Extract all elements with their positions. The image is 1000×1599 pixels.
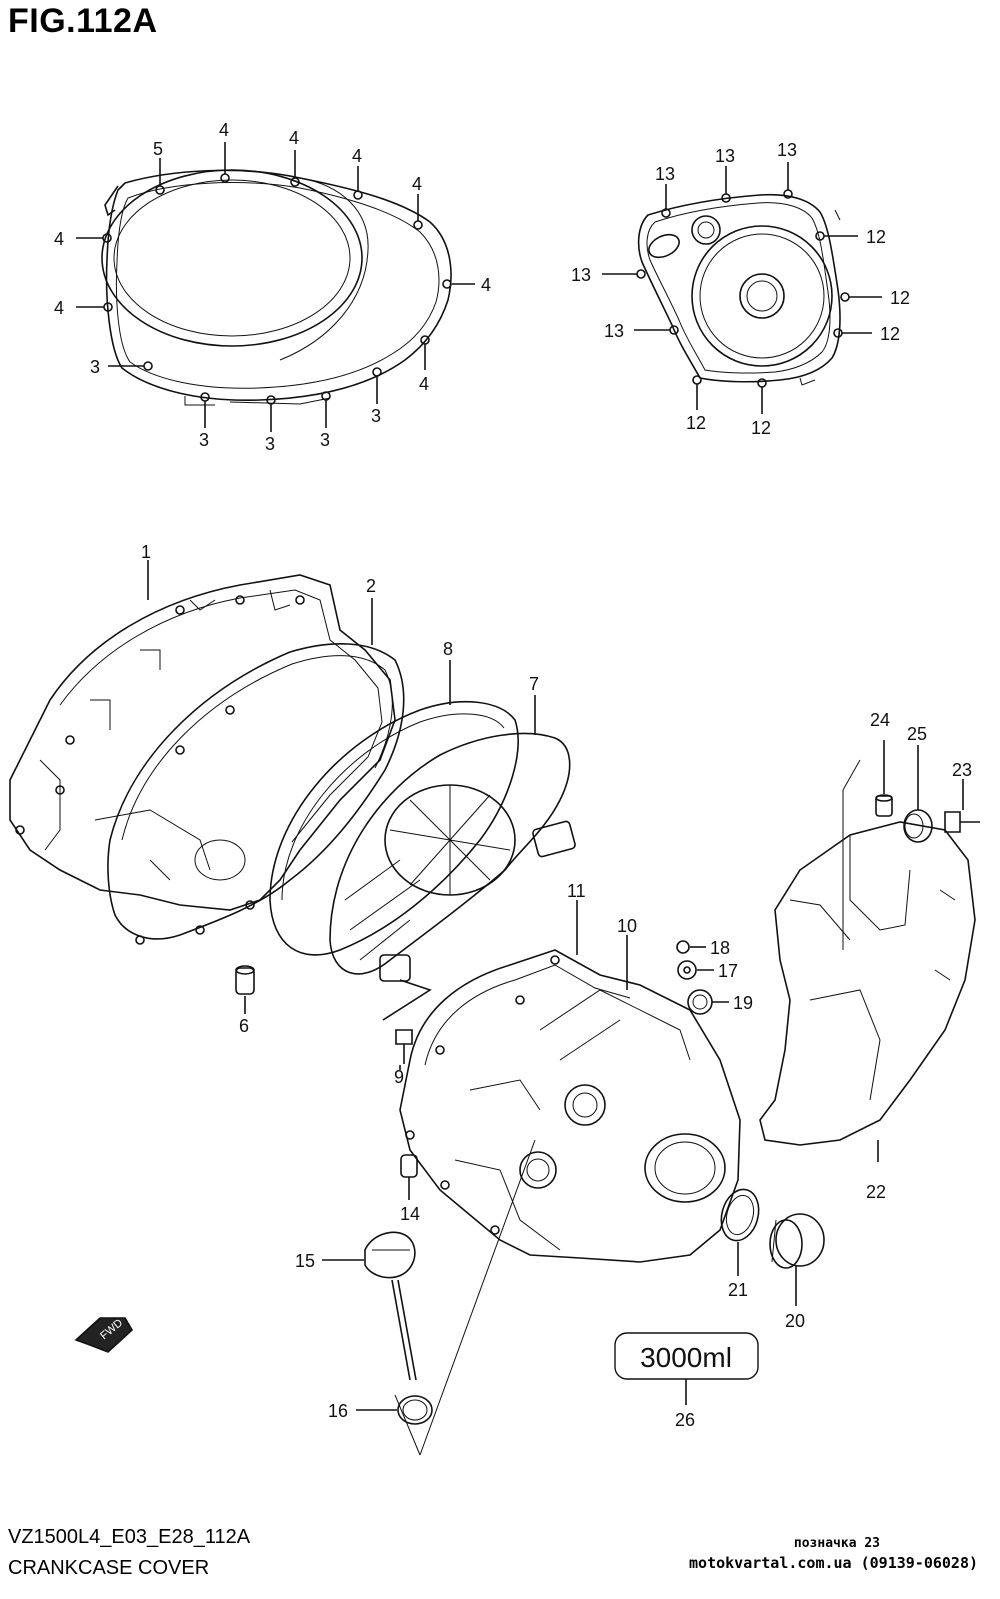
quantity-label-text: 3000ml bbox=[640, 1342, 732, 1373]
callout-4: 4 bbox=[54, 298, 64, 318]
model-code: VZ1500L4_E03_E28_112A bbox=[8, 1526, 251, 1548]
generator-cover-callouts: 13 13 13 12 12 12 13 13 12 12 bbox=[571, 140, 910, 438]
part-10-generator-cover bbox=[399, 900, 741, 1263]
watermark-site: motokvartal.com.ua (09139-06028) bbox=[689, 1554, 978, 1572]
callout-22: 22 bbox=[866, 1182, 886, 1202]
exploded-callouts: 1 2 8 7 6 9 11 10 18 17 19 24 25 23 14 1… bbox=[141, 542, 972, 1430]
callout-7: 7 bbox=[529, 674, 539, 694]
callout-12: 12 bbox=[866, 227, 886, 247]
part-7-inner-cover bbox=[329, 695, 576, 982]
clutch-cover-callouts: 4 4 4 4 4 4 5 4 4 3 3 3 3 3 bbox=[54, 120, 491, 454]
clutch-cover-top-view bbox=[76, 142, 475, 432]
callout-15: 15 bbox=[295, 1251, 315, 1271]
callout-13: 13 bbox=[655, 164, 675, 184]
part-18-cap bbox=[676, 940, 706, 954]
part-25-grommet bbox=[903, 745, 933, 843]
callout-4: 4 bbox=[412, 174, 422, 194]
watermark-note: позначка 23 bbox=[793, 1536, 880, 1551]
part-16-o-ring bbox=[356, 1395, 433, 1425]
callout-3: 3 bbox=[90, 357, 100, 377]
callout-14: 14 bbox=[400, 1204, 420, 1224]
callout-25: 25 bbox=[907, 724, 927, 744]
part-22-outer-cover bbox=[759, 759, 976, 1162]
part-19-washer bbox=[687, 989, 729, 1015]
part-1-clutch-cover bbox=[9, 560, 396, 911]
part-17-plug bbox=[677, 960, 714, 980]
part-8-gasket bbox=[269, 660, 519, 956]
part-14-dowel-pin bbox=[400, 1154, 418, 1200]
callout-13: 13 bbox=[604, 321, 624, 341]
part-26-label bbox=[614, 1332, 759, 1405]
part-24-collar bbox=[875, 740, 893, 817]
callout-24: 24 bbox=[870, 710, 890, 730]
callout-9: 9 bbox=[394, 1067, 404, 1087]
callout-12: 12 bbox=[686, 413, 706, 433]
callout-4: 4 bbox=[219, 120, 229, 140]
figure-title: FIG.112A bbox=[8, 2, 158, 40]
callout-4: 4 bbox=[419, 374, 429, 394]
callout-13: 13 bbox=[777, 140, 797, 160]
callout-3: 3 bbox=[199, 430, 209, 450]
callout-4: 4 bbox=[289, 128, 299, 148]
callout-3: 3 bbox=[265, 434, 275, 454]
callout-4: 4 bbox=[54, 229, 64, 249]
callout-12: 12 bbox=[890, 288, 910, 308]
callout-2: 2 bbox=[366, 576, 376, 596]
assembly-guide-lines bbox=[394, 1139, 536, 1456]
part-9-bolt bbox=[382, 979, 432, 1070]
callout-1: 1 bbox=[141, 542, 151, 562]
section-name: CRANKCASE COVER bbox=[8, 1557, 210, 1579]
callout-3: 3 bbox=[371, 406, 381, 426]
callout-3: 3 bbox=[320, 430, 330, 450]
callout-4: 4 bbox=[352, 146, 362, 166]
callout-18: 18 bbox=[710, 938, 730, 958]
part-23-bolt bbox=[944, 779, 980, 833]
callout-5: 5 bbox=[153, 139, 163, 159]
callout-13: 13 bbox=[571, 265, 591, 285]
callout-23: 23 bbox=[952, 760, 972, 780]
callout-12: 12 bbox=[880, 324, 900, 344]
quantity-label: 3000ml bbox=[640, 1342, 732, 1373]
callout-16: 16 bbox=[328, 1401, 348, 1421]
part-2-gasket bbox=[107, 598, 405, 945]
callout-13: 13 bbox=[715, 146, 735, 166]
callout-19: 19 bbox=[733, 993, 753, 1013]
generator-cover-top-view bbox=[602, 162, 882, 414]
part-15-oil-dipstick bbox=[322, 1231, 417, 1381]
callout-11: 11 bbox=[567, 881, 586, 901]
part-6-dowel-pin bbox=[235, 965, 255, 1014]
part-21-o-ring bbox=[720, 1188, 760, 1276]
callout-26: 26 bbox=[675, 1410, 695, 1430]
callout-17: 17 bbox=[718, 961, 738, 981]
part-20-plug bbox=[769, 1213, 825, 1306]
callout-4: 4 bbox=[481, 275, 491, 295]
callout-12: 12 bbox=[751, 418, 771, 438]
callout-20: 20 bbox=[785, 1311, 805, 1331]
callout-8: 8 bbox=[443, 639, 453, 659]
callout-6: 6 bbox=[239, 1016, 249, 1036]
callout-21: 21 bbox=[728, 1280, 748, 1300]
fwd-arrow-icon bbox=[74, 1317, 134, 1353]
callout-10: 10 bbox=[617, 916, 637, 936]
